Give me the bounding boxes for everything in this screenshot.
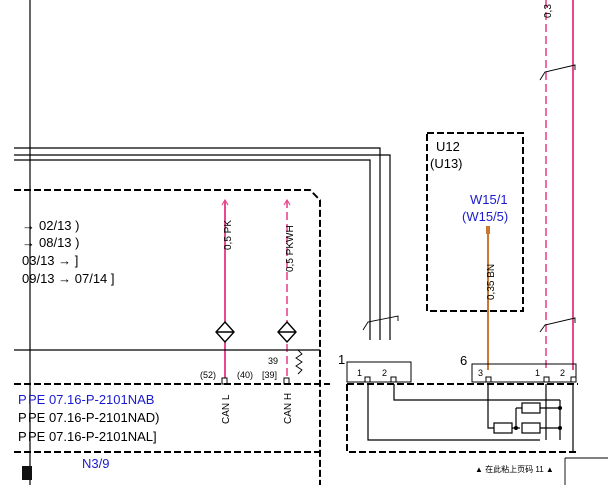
revision-text-0: 02/13 ) (39, 218, 79, 233)
module-ref-1: PE 07.16-P-2101NAD) (28, 410, 160, 425)
connector-pin-2: 2 (382, 368, 387, 378)
zigzag-mark (295, 349, 303, 375)
can-l-label: CAN L (221, 394, 232, 424)
right-component-border-left (346, 384, 578, 453)
resistor-2 (521, 402, 541, 414)
module-ref-mark-1: Ρ (18, 410, 27, 425)
junction-dot-2 (558, 406, 562, 410)
pk-diamond-connector (215, 320, 235, 344)
wire-top-b (14, 154, 391, 340)
revision-list: → 02/13 ) → 08/13 ) 03/13 → ] 09/13 → 07… (22, 218, 115, 286)
connector-left-outline (346, 361, 412, 383)
junction-dot-1 (514, 426, 518, 430)
connector-pin-1b-square (543, 376, 550, 383)
wire-top-c (14, 159, 371, 340)
internal-wire-b (393, 384, 560, 401)
module-name: N3/9 (82, 456, 109, 471)
connector-pin-1-square (364, 376, 371, 383)
connector-mid-num: 6 (460, 353, 467, 368)
resistor-1 (493, 422, 513, 434)
revision-arrow-1: → (22, 235, 35, 250)
connector-pin-1: 1 (357, 368, 362, 378)
junction-dot-3 (558, 426, 562, 430)
internal-wire-c (487, 384, 494, 429)
connector-pin-2b-square (570, 376, 577, 383)
connector-pin-1b: 1 (535, 368, 540, 378)
revision-text-1: 08/13 ) (39, 235, 79, 250)
module-ref-mark-2: Ρ (18, 429, 27, 444)
connector-pin-2-square (390, 376, 397, 383)
u12-name: U12 (436, 139, 460, 154)
connector-pin-3-square (485, 376, 492, 383)
ground-alt: (W15/5) (462, 209, 508, 224)
revision-arrow-0: → (22, 218, 35, 233)
pkwh-wire-end (283, 198, 291, 206)
pkwh-diamond-connector (277, 320, 297, 344)
revision-text-3: 09/13 → 07/14 ] (22, 271, 115, 286)
connector-right-outline (471, 363, 577, 383)
module-ref-mark-0: Ρ (18, 392, 27, 407)
connector-left-num: 1 (338, 352, 345, 367)
right-break-mark-a (539, 64, 576, 81)
connector-pin-3: 3 (478, 368, 483, 378)
pin-40: (40) (237, 370, 253, 380)
ground-name: W15/1 (470, 192, 508, 207)
module-ref-0: PE 07.16-P-2101NAB (28, 392, 154, 407)
resistor-3 (521, 422, 541, 434)
label-bn: 0,35 BN (486, 264, 497, 300)
connector-pin-2b: 2 (560, 368, 565, 378)
top-right-label: 0,3 (543, 4, 554, 18)
label-pk: 0,5 PK (223, 220, 234, 250)
internal-wire-a (367, 384, 540, 441)
wire-top-a (14, 147, 381, 340)
module-n39-border (14, 189, 321, 485)
u12-box (426, 132, 524, 312)
pin-39-num: 39 (268, 356, 278, 366)
can-h-label: CAN H (283, 393, 294, 424)
u12-alt: (U13) (430, 156, 463, 171)
label-pkwh: 0,5 PKWH (285, 225, 296, 272)
footer-text: ▲ 在此粘上页码 11 ▲ (475, 464, 554, 474)
pin-39: [39] (262, 370, 277, 380)
bottom-left-block (22, 466, 32, 480)
mid-break-mark (362, 315, 399, 331)
right-break-mark-b (539, 317, 576, 333)
revision-text-2: 03/13 → ] (22, 253, 78, 268)
brown-wire-top (486, 226, 490, 234)
pin-52: (52) (200, 370, 216, 380)
module-ref-2: PE 07.16-P-2101NAL] (28, 429, 157, 444)
pk-wire-end (221, 198, 229, 206)
